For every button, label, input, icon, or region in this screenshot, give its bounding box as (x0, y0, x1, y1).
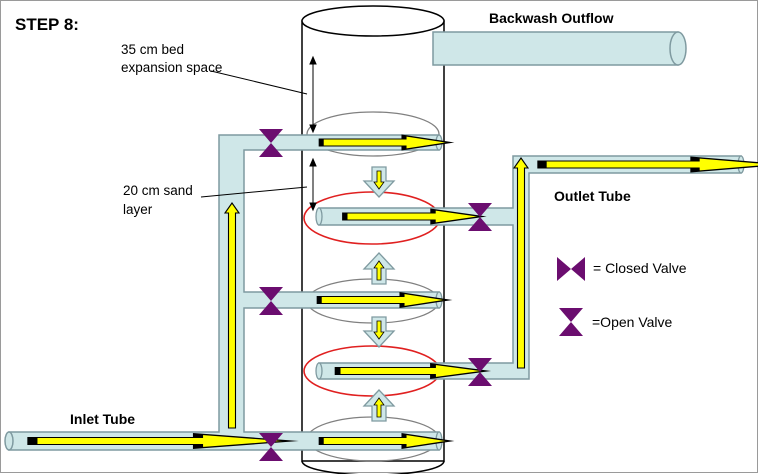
filter-column (301, 5, 445, 474)
column-down-arrow-upper (362, 166, 396, 198)
outlet-manifold-pipes (318, 155, 742, 380)
column-up-arrow-upper (362, 252, 396, 285)
open-valve-top-inlet-icon (259, 129, 283, 157)
open-valve-middle-inlet-icon (259, 287, 283, 315)
flow-arrow-outlet-riser (512, 157, 530, 369)
open-valve-outlet-lower-icon (468, 358, 492, 386)
bowtie-closed-valve-icon (557, 257, 585, 281)
column-flow-indicators (362, 166, 396, 422)
sand-layer-leader-line (200, 186, 308, 198)
outlet-tube-label: Outlet Tube (554, 188, 631, 204)
closed-valve-legend-label: = Closed Valve (593, 260, 687, 276)
column-up-arrow-lower (362, 389, 396, 422)
open-valve-legend-label: =Open Valve (592, 314, 673, 330)
bed-expansion-leader-line (210, 70, 308, 95)
step-title: STEP 8: (15, 15, 79, 34)
sand-layer-dimension-arrow (309, 157, 317, 212)
dimension-markers (200, 55, 317, 212)
bed-expansion-dimension-arrow (309, 55, 317, 134)
open-valve-bottom-inlet-icon (259, 433, 283, 461)
inlet-tube-label: Inlet Tube (70, 411, 136, 427)
column-down-arrow-lower (362, 316, 396, 348)
flow-arrows (32, 136, 758, 449)
hourglass-open-valve-icon (559, 308, 583, 336)
backwash-outflow-pipe (432, 31, 687, 66)
flow-arrow-inlet-riser (223, 202, 241, 429)
backwash-outflow-label: Backwash Outflow (489, 10, 614, 26)
valves (259, 129, 492, 461)
bed-expansion-label: 35 cm bed expansion space (121, 42, 223, 75)
sand-layer-label: 20 cm sand layer (123, 183, 193, 217)
inlet-tube-end (4, 431, 14, 451)
open-valve-outlet-upper-icon (468, 203, 492, 231)
distribution-disc-top (306, 111, 440, 157)
